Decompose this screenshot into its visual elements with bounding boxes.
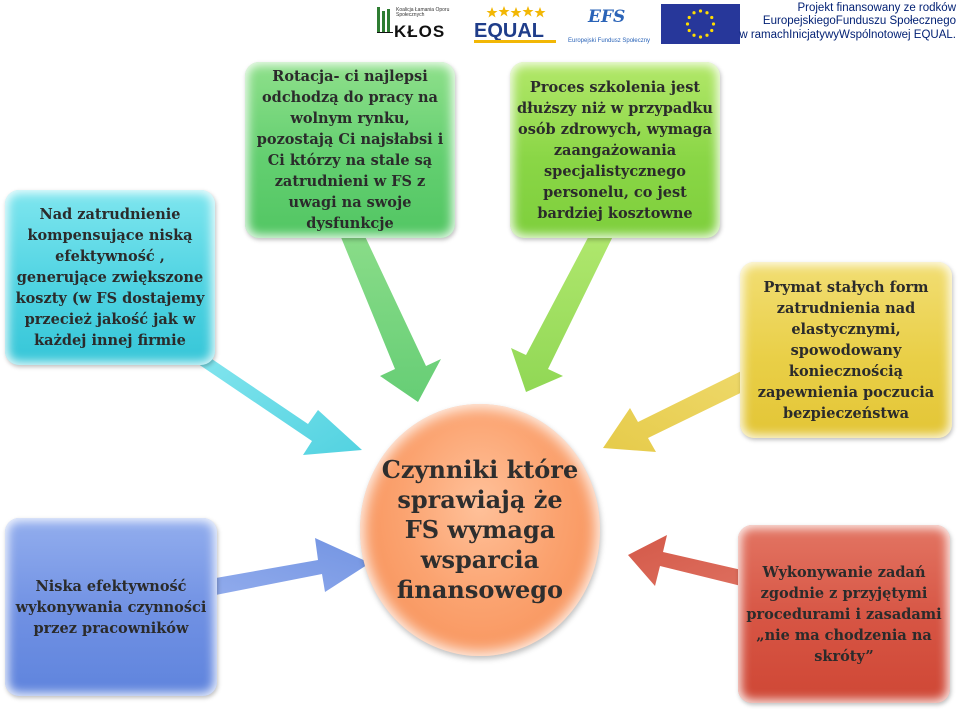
project-note-line: Projekt finansowany ze rodków — [797, 2, 956, 14]
central-circle: Czynniki które sprawiają że FS wymaga ws… — [360, 404, 600, 656]
equal-wordmark: EQUAL — [474, 20, 544, 42]
arrow-cyan — [172, 332, 362, 455]
eu-stars-icon — [685, 9, 716, 39]
factor-text: Nad zatrudnienie kompensujące niską efek… — [15, 206, 205, 349]
eu-star — [710, 28, 714, 33]
eu-star — [705, 11, 709, 15]
efs-caption: Europejski Fundusz Społeczny — [568, 38, 651, 44]
eu-star — [685, 22, 690, 26]
wheat-icon — [377, 7, 393, 33]
arrow-green2 — [511, 230, 616, 392]
project-note-line: EuropejskiegoFunduszu Społecznego — [762, 15, 956, 28]
efs-wordmark: EFS — [588, 7, 626, 27]
eu-star — [698, 9, 703, 13]
header-logos: Koalicja Łamania Oporu Społecznych KŁOS … — [0, 0, 960, 50]
eu-star — [687, 28, 691, 33]
eu-star — [687, 15, 691, 20]
project-note: Projekt finansowany ze rodków Europejski… — [739, 2, 956, 42]
klos-small-text: Koalicja Łamania Oporu Społecznych — [396, 7, 450, 18]
eu-flag — [661, 4, 740, 44]
factor-box-rotation: Rotacja- ci najlepsi odchodzą do pracy n… — [245, 62, 455, 238]
factor-text: Proces szkolenia jest dłuższy niż w przy… — [517, 78, 713, 222]
eu-star — [705, 33, 709, 37]
factor-box-procedures: Wykonywanie zadań zgodnie z przyjętymi p… — [738, 525, 950, 703]
klos-wordmark: KŁOS — [394, 22, 446, 41]
factor-text: Prymat stałych form zatrudnienia nad ela… — [757, 278, 935, 422]
factor-box-low-efficiency: Niska efektywność wykonywania czynności … — [5, 518, 217, 696]
eu-star — [698, 35, 703, 39]
central-text: Czynniki które sprawiają że FS wymaga ws… — [381, 455, 579, 604]
arrow-blue — [176, 538, 370, 602]
equal-logo: EQUAL — [474, 4, 556, 44]
factor-text: Wykonywanie zadań zgodnie z przyjętymi p… — [746, 563, 942, 665]
eu-star — [711, 22, 716, 26]
factor-text: Niska efektywność wykonywania czynności … — [15, 577, 207, 637]
efs-logo: EFS Europejski Fundusz Społeczny — [566, 4, 656, 44]
equal-underline — [474, 40, 556, 43]
factor-box-permanent-employment: Prymat stałych form zatrudnienia nad ela… — [740, 262, 952, 438]
factor-text: Rotacja- ci najlepsi odchodzą do pracy n… — [256, 68, 444, 232]
eu-star — [710, 15, 714, 20]
eu-star — [692, 33, 696, 37]
project-note-line: w ramachInicjatywyWspólnotowej EQUAL. — [739, 28, 956, 41]
eu-star — [692, 11, 696, 15]
stars-icon — [486, 6, 546, 18]
factor-box-overemployment: Nad zatrudnienie kompensujące niską efek… — [5, 190, 215, 365]
factor-box-training: Proces szkolenia jest dłuższy niż w przy… — [510, 62, 720, 238]
arrow-green1 — [338, 230, 441, 402]
klos-logo: Koalicja Łamania Oporu Społecznych KŁOS — [376, 4, 464, 44]
